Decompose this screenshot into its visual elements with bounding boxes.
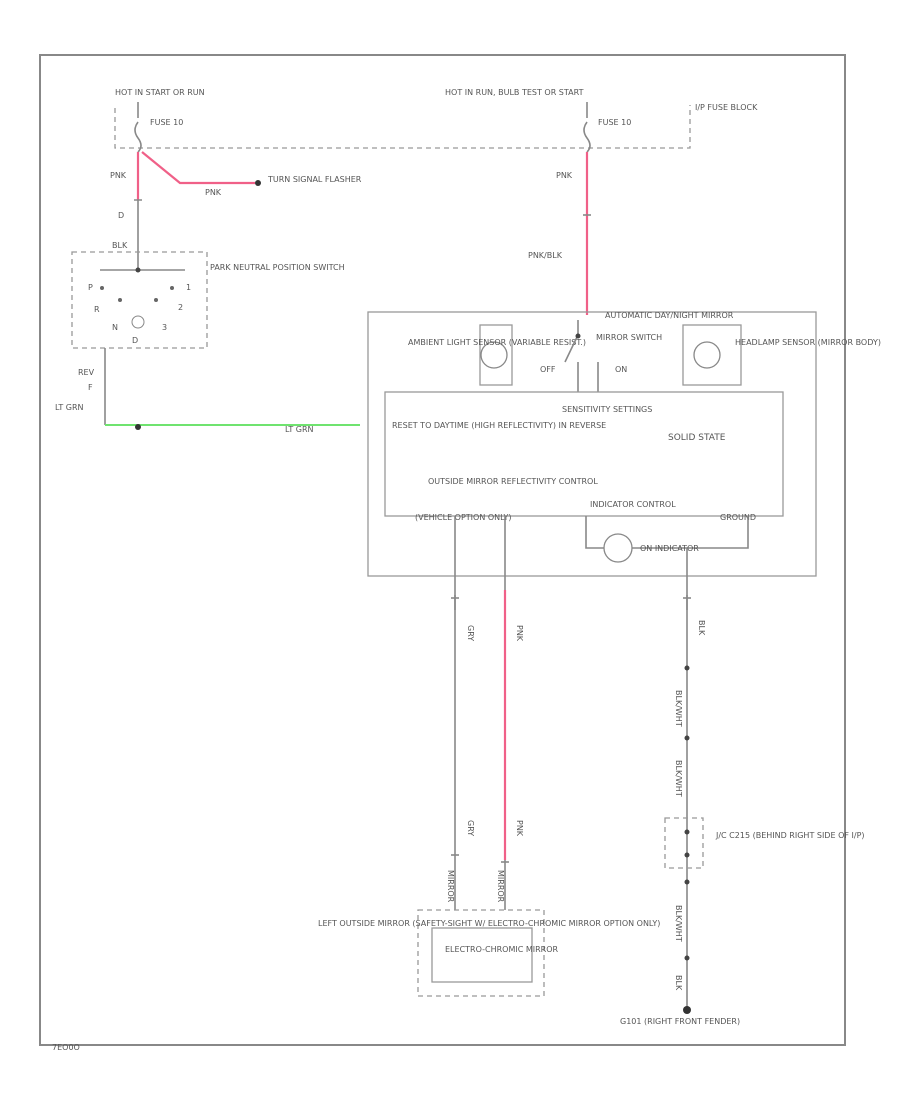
pnk-label-1: PNK	[515, 625, 524, 642]
headlamp-label: HEADLAMP SENSOR (MIRROR BODY)	[735, 338, 881, 347]
mirror-conn-1: MIRROR	[446, 870, 455, 903]
pin-2: 2	[178, 303, 183, 312]
right-hot-label: HOT IN RUN, BULB TEST OR START	[445, 88, 584, 97]
indicator-loop	[585, 516, 749, 549]
blk-wht-2: BLK/WHT	[674, 760, 683, 797]
pin-d-label: D	[118, 211, 124, 220]
solid-state-box	[384, 391, 784, 517]
lt-grn-wire-label: LT GRN	[285, 425, 314, 434]
pin-r: R	[94, 305, 100, 314]
switch-pivot	[575, 333, 581, 339]
right-fuse-symbol	[583, 121, 591, 153]
rev-label: REV	[78, 368, 95, 377]
left-pink-label: PNK	[110, 171, 127, 180]
fuse-block-outline	[114, 105, 691, 149]
pin-p: P	[88, 283, 93, 292]
blk-node-2	[684, 735, 690, 741]
blk-node-1	[684, 665, 690, 671]
ambient-sensor-housing	[479, 324, 513, 386]
lt-grn-left-label: LT GRN	[55, 403, 84, 412]
electrochromic-label: ELECTRO-CHROMIC MIRROR	[445, 945, 559, 954]
right-pink-label: PNK	[556, 171, 573, 180]
left-mirror-dashed-box	[417, 909, 545, 997]
left-fuse-symbol	[134, 121, 142, 153]
turn-signal-wire	[141, 151, 255, 185]
on-indicator-label: ON INDICATOR	[640, 544, 699, 553]
left-fuse-label: FUSE 10	[150, 118, 183, 127]
blk-wire-label: BLK	[112, 241, 128, 250]
pnk-label-2: PNK	[515, 820, 524, 837]
fuse-block-label: I/P FUSE BLOCK	[695, 103, 758, 112]
pin-d2: D	[132, 336, 138, 345]
pin-f-label: F	[88, 383, 93, 392]
lt-grn-splice	[135, 424, 141, 430]
turn-signal-flasher-label: TURN SIGNAL FLASHER	[267, 175, 362, 184]
sensitivity-label: SENSITIVITY SETTINGS	[562, 405, 652, 414]
junction-node-1	[684, 829, 690, 835]
outside-mirror-label: OUTSIDE MIRROR REFLECTIVITY CONTROL	[428, 477, 598, 486]
left-mirror-caption: LEFT OUTSIDE MIRROR (SAFETY-SIGHT W/ ELE…	[318, 919, 660, 928]
junction-box	[664, 817, 704, 869]
footer-code: 7EO0O	[52, 1043, 80, 1052]
headlamp-sensor-icon	[693, 341, 721, 369]
blk-label: BLK	[697, 620, 706, 636]
mirror-switch-symbol	[564, 320, 579, 392]
park-neutral-switch-box	[71, 251, 208, 349]
ground-int-label: GROUND	[720, 513, 756, 522]
blk-node-3	[684, 879, 690, 885]
gry-label-2: GRY	[466, 820, 475, 836]
solid-state-label: SOLID STATE	[668, 433, 726, 443]
ground-conn-label: BLK	[674, 975, 683, 991]
left-hot-label: HOT IN START OR RUN	[115, 88, 205, 97]
safety-only-label: (VEHICLE OPTION ONLY)	[415, 513, 512, 522]
headlamp-sensor-housing	[682, 324, 742, 386]
diagram-frame	[39, 54, 846, 1046]
mirror-conn-2: MIRROR	[496, 870, 505, 903]
blk-wht-3: BLK/WHT	[674, 905, 683, 942]
module-title: AUTOMATIC DAY/NIGHT MIRROR	[605, 311, 734, 320]
indicator-lamp-icon	[603, 533, 633, 563]
electrochromic-mirror-box	[431, 927, 533, 983]
junction-node-2	[684, 852, 690, 858]
indicator-label: INDICATOR CONTROL	[590, 500, 676, 509]
junction-label: J/C C215 (BEHIND RIGHT SIDE OF I/P)	[715, 831, 865, 840]
mirror-module-box	[367, 311, 817, 577]
gry-label-1: GRY	[466, 625, 475, 641]
left-wire-d	[134, 199, 142, 268]
pin-3: 3	[162, 323, 167, 332]
ground-label: G101 (RIGHT FRONT FENDER)	[620, 1017, 740, 1026]
switch-pins: P R N D 3 2 1	[88, 283, 191, 345]
pin-n: N	[112, 323, 118, 332]
mirror-switch-label: MIRROR SWITCH	[596, 333, 662, 342]
turn-signal-wire-label: PNK	[205, 188, 222, 197]
on-label: ON	[615, 365, 627, 374]
right-pinkblk-label: PNK/BLK	[528, 251, 563, 260]
ambient-label: AMBIENT LIGHT SENSOR (VARIABLE RESIST.)	[408, 338, 586, 347]
ambient-sensor-icon	[480, 341, 508, 369]
pin-1: 1	[186, 283, 191, 292]
ground-point-icon	[683, 1006, 691, 1014]
blk-wht-1: BLK/WHT	[674, 690, 683, 727]
switch-node	[135, 267, 141, 273]
reset-label: RESET TO DAYTIME (HIGH REFLECTIVITY) IN …	[392, 421, 606, 430]
right-fuse-label: FUSE 10	[598, 118, 631, 127]
blk-node-4	[684, 955, 690, 961]
park-neutral-label: PARK NEUTRAL POSITION SWITCH	[210, 263, 345, 272]
turn-signal-terminal	[255, 180, 261, 186]
off-label: OFF	[540, 365, 556, 374]
